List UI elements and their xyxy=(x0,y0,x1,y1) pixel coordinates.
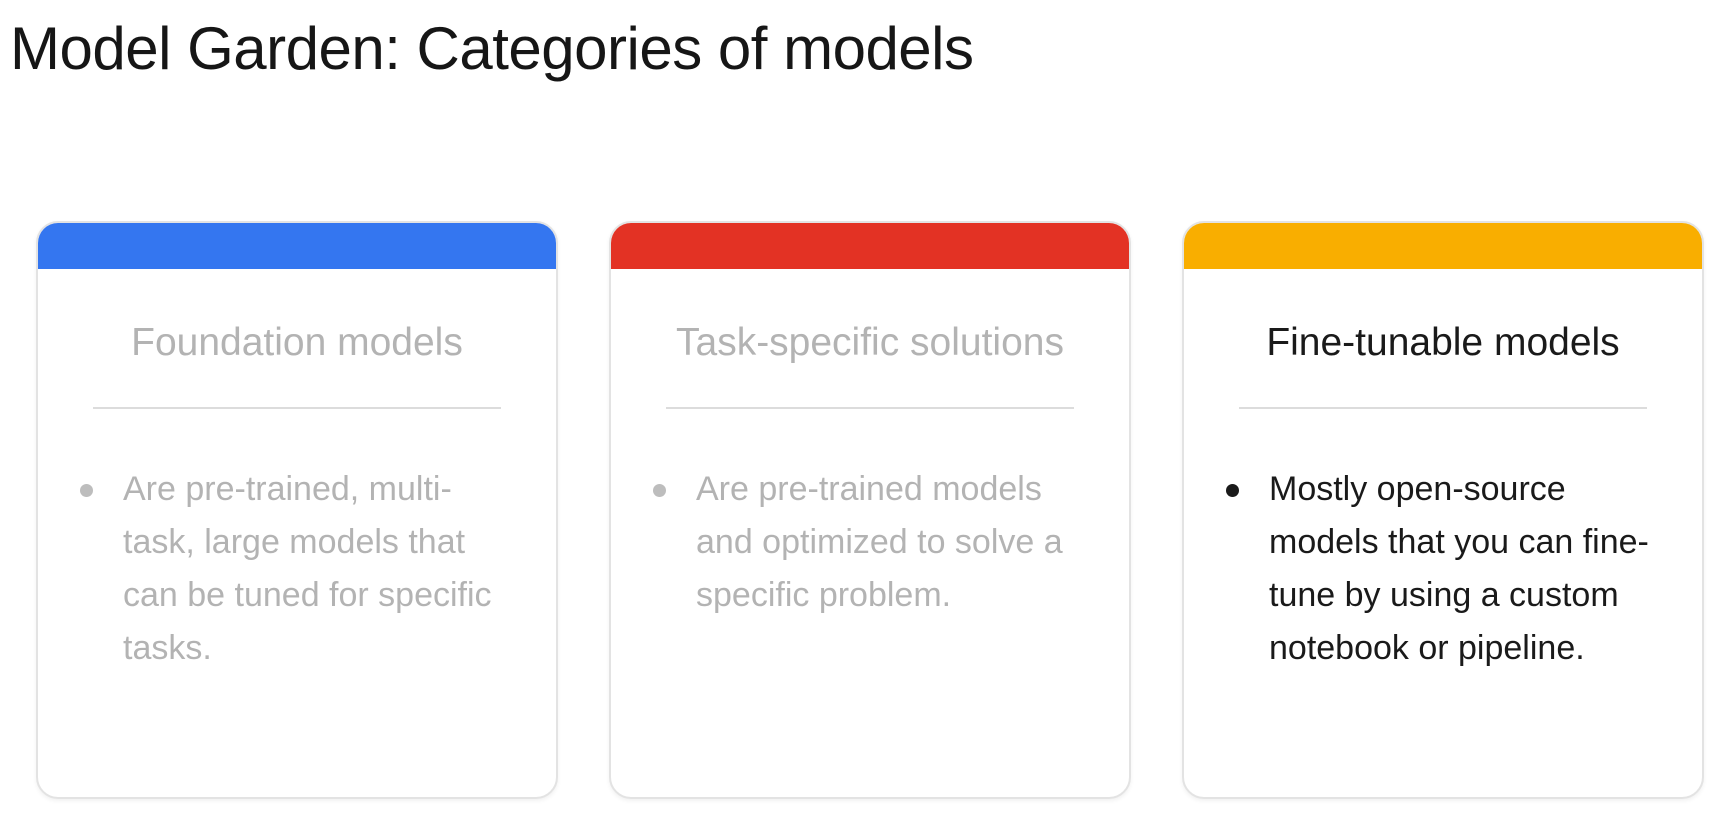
bullet-dot-icon xyxy=(1226,484,1239,497)
bullet-dot-icon xyxy=(653,484,666,497)
card-foundation-models: Foundation models Are pre-trained, multi… xyxy=(36,221,558,799)
list-item: Are pre-trained, multi-task, large model… xyxy=(78,463,508,675)
card-color-bar xyxy=(611,223,1129,269)
card-divider xyxy=(1239,407,1647,409)
list-item: Are pre-trained models and optimized to … xyxy=(651,463,1081,622)
card-heading: Foundation models xyxy=(131,321,463,364)
card-task-specific-solutions: Task-specific solutions Are pre-trained … xyxy=(609,221,1131,799)
card-bullet-list: Mostly open-source models that you can f… xyxy=(1224,463,1654,675)
card-fine-tunable-models: Fine-tunable models Mostly open-source m… xyxy=(1182,221,1704,799)
card-color-bar xyxy=(1184,223,1702,269)
card-divider xyxy=(93,407,501,409)
slide-title: Model Garden: Categories of models xyxy=(10,15,974,82)
list-item: Mostly open-source models that you can f… xyxy=(1224,463,1654,675)
bullet-text: Are pre-trained, multi-task, large model… xyxy=(123,470,492,667)
bullet-dot-icon xyxy=(80,484,93,497)
card-color-bar xyxy=(38,223,556,269)
card-bullet-list: Are pre-trained models and optimized to … xyxy=(651,463,1081,622)
card-heading: Fine-tunable models xyxy=(1266,321,1620,364)
card-bullet-list: Are pre-trained, multi-task, large model… xyxy=(78,463,508,675)
bullet-text: Mostly open-source models that you can f… xyxy=(1269,470,1649,667)
bullet-text: Are pre-trained models and optimized to … xyxy=(696,470,1063,614)
card-divider xyxy=(666,407,1074,409)
card-heading: Task-specific solutions xyxy=(676,321,1064,364)
